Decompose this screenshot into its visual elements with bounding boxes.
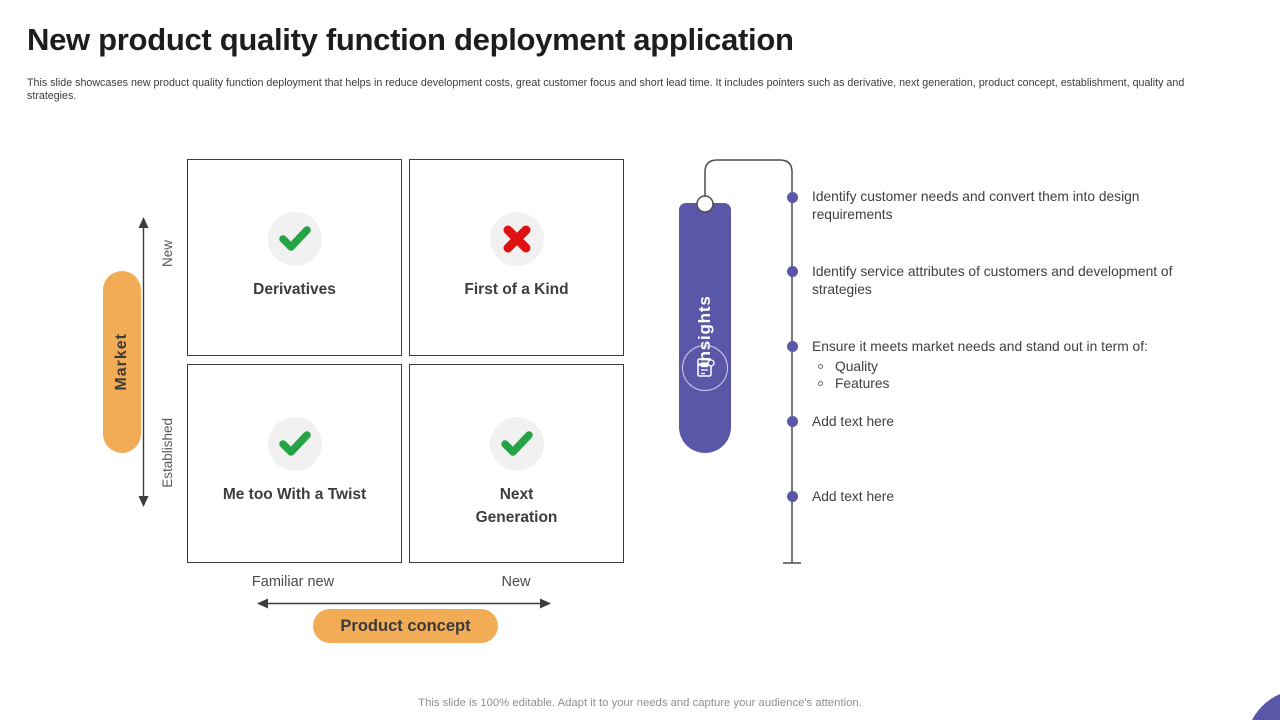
y-axis-label-pill[interactable]: Market — [103, 271, 141, 453]
insights-ribbon[interactable]: Insights — [679, 203, 731, 453]
insight-text: Identify customer needs and convert them… — [812, 189, 1140, 222]
insight-item-placeholder[interactable]: Add text here — [812, 488, 1212, 506]
insights-connector-line — [696, 159, 801, 564]
y-axis-tick-established: Established — [160, 418, 175, 488]
insight-sub-item: Quality — [812, 358, 1212, 376]
x-axis-arrow — [257, 598, 551, 609]
quadrant-label: Me too With a Twist — [222, 486, 367, 503]
insight-text: Add text here — [812, 414, 895, 429]
y-axis-tick-new: New — [160, 240, 175, 268]
quadrant-derivatives[interactable]: Derivatives — [187, 159, 402, 356]
x-axis-tick-new: New — [501, 574, 531, 590]
quadrant-me-too-with-a-twist[interactable]: Me too With a Twist — [187, 364, 402, 563]
footer-note: This slide is 100% editable. Adapt it to… — [418, 697, 862, 709]
quadrant-next-generation[interactable]: Next Generation — [409, 364, 624, 563]
bullet-dot — [787, 416, 798, 427]
circle-bullet-icon — [818, 381, 823, 387]
notebook-icon — [682, 345, 728, 391]
insight-item-placeholder[interactable]: Add text here — [812, 413, 1212, 431]
y-axis-label: Market — [113, 333, 130, 391]
bullet-dot — [787, 341, 798, 352]
bullet-dot — [787, 491, 798, 502]
x-axis-tick-familiar-new: Familiar new — [251, 574, 335, 590]
bullet-dot — [787, 192, 798, 203]
cross-icon — [489, 212, 544, 266]
insight-item: Ensure it meets market needs and stand o… — [812, 338, 1212, 393]
y-axis-arrow — [138, 217, 149, 507]
slide-description: This slide showcases new product quality… — [27, 77, 1185, 102]
insight-text: Identify service attributes of customers… — [812, 264, 1173, 297]
check-icon — [267, 417, 322, 471]
insight-item: Identify service attributes of customers… — [812, 263, 1197, 298]
insight-sub-text: Quality — [835, 358, 878, 374]
insight-text: Add text here — [812, 489, 895, 504]
insight-sub-item: Features — [812, 375, 1212, 393]
quadrant-label: Next Generation — [475, 486, 558, 526]
x-axis-label: Product concept — [340, 616, 471, 635]
quadrant-label: Derivatives — [253, 281, 336, 298]
insight-sub-text: Features — [835, 376, 890, 391]
circle-bullet-icon — [818, 363, 823, 369]
bullet-dot — [787, 266, 798, 277]
quadrant-first-of-a-kind[interactable]: First of a Kind — [409, 159, 624, 356]
check-icon — [489, 417, 544, 471]
insight-item: Identify customer needs and convert them… — [812, 188, 1142, 223]
x-axis-label-pill[interactable]: Product concept — [313, 609, 498, 643]
quadrant-label: First of a Kind — [464, 281, 569, 298]
insight-text: Ensure it meets market needs and stand o… — [812, 339, 1148, 354]
insight-sub-list: Quality Features — [812, 358, 1212, 393]
check-icon — [267, 212, 322, 266]
page-title: New product quality function deployment … — [27, 22, 794, 57]
